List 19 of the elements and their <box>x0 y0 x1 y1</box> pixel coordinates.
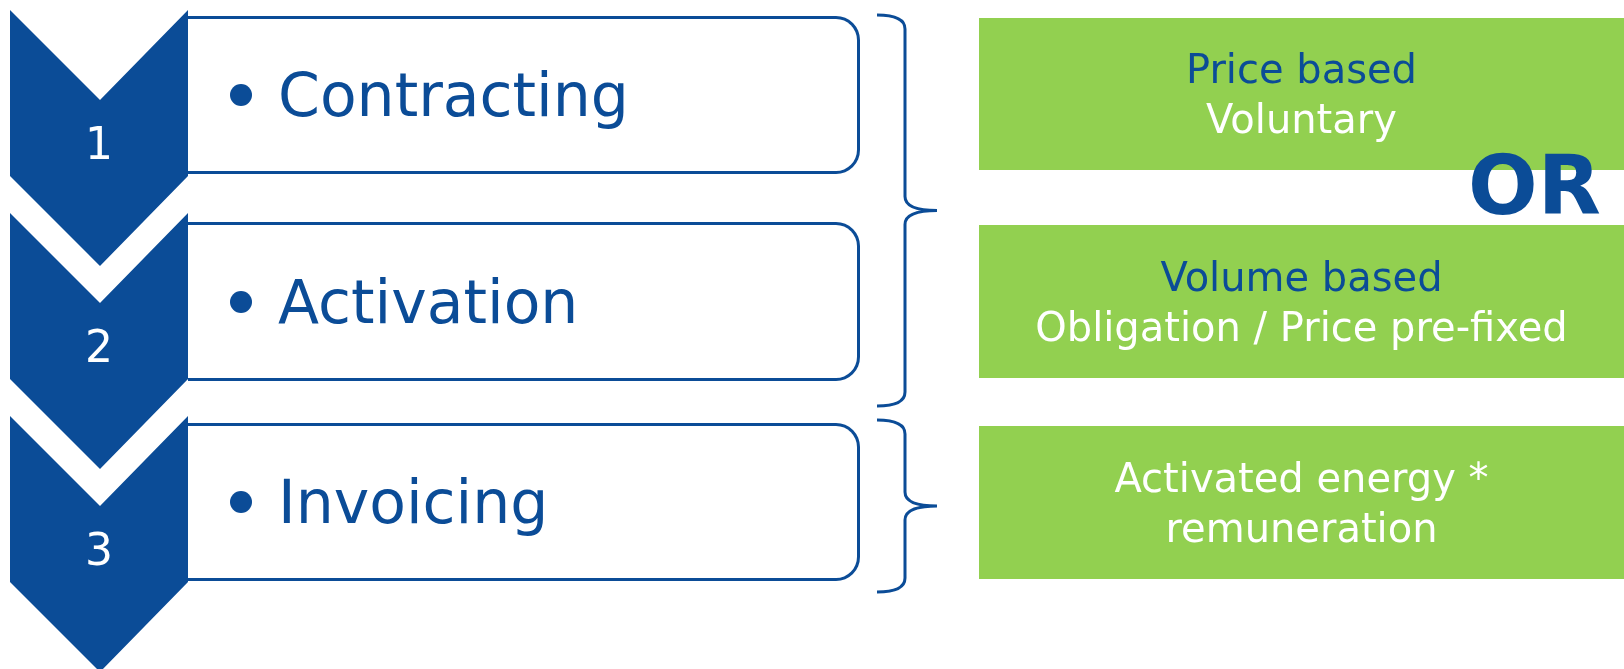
result-box <box>979 426 1624 579</box>
result-heading: Price based <box>1185 45 1417 94</box>
result-heading: Volume based <box>1160 252 1443 302</box>
step-box <box>188 16 860 174</box>
step-label: Contracting <box>278 60 629 130</box>
step-number: 1 <box>84 118 114 169</box>
result-box <box>979 225 1624 378</box>
step-number-tab <box>10 10 188 266</box>
step-label: Invoicing <box>278 467 549 537</box>
step-number-tab <box>10 213 188 469</box>
result-text: Voluntary <box>1206 95 1397 144</box>
step-number: 2 <box>84 321 114 372</box>
step-number: 3 <box>84 524 114 575</box>
step-label: Activation <box>278 266 579 337</box>
result-text: Activated energy * remuneration <box>1113 453 1490 553</box>
step-box <box>188 423 860 581</box>
result-text: Obligation / Price pre-fixed <box>1035 302 1568 352</box>
step-number-tab <box>10 416 188 669</box>
step-box <box>188 222 860 381</box>
